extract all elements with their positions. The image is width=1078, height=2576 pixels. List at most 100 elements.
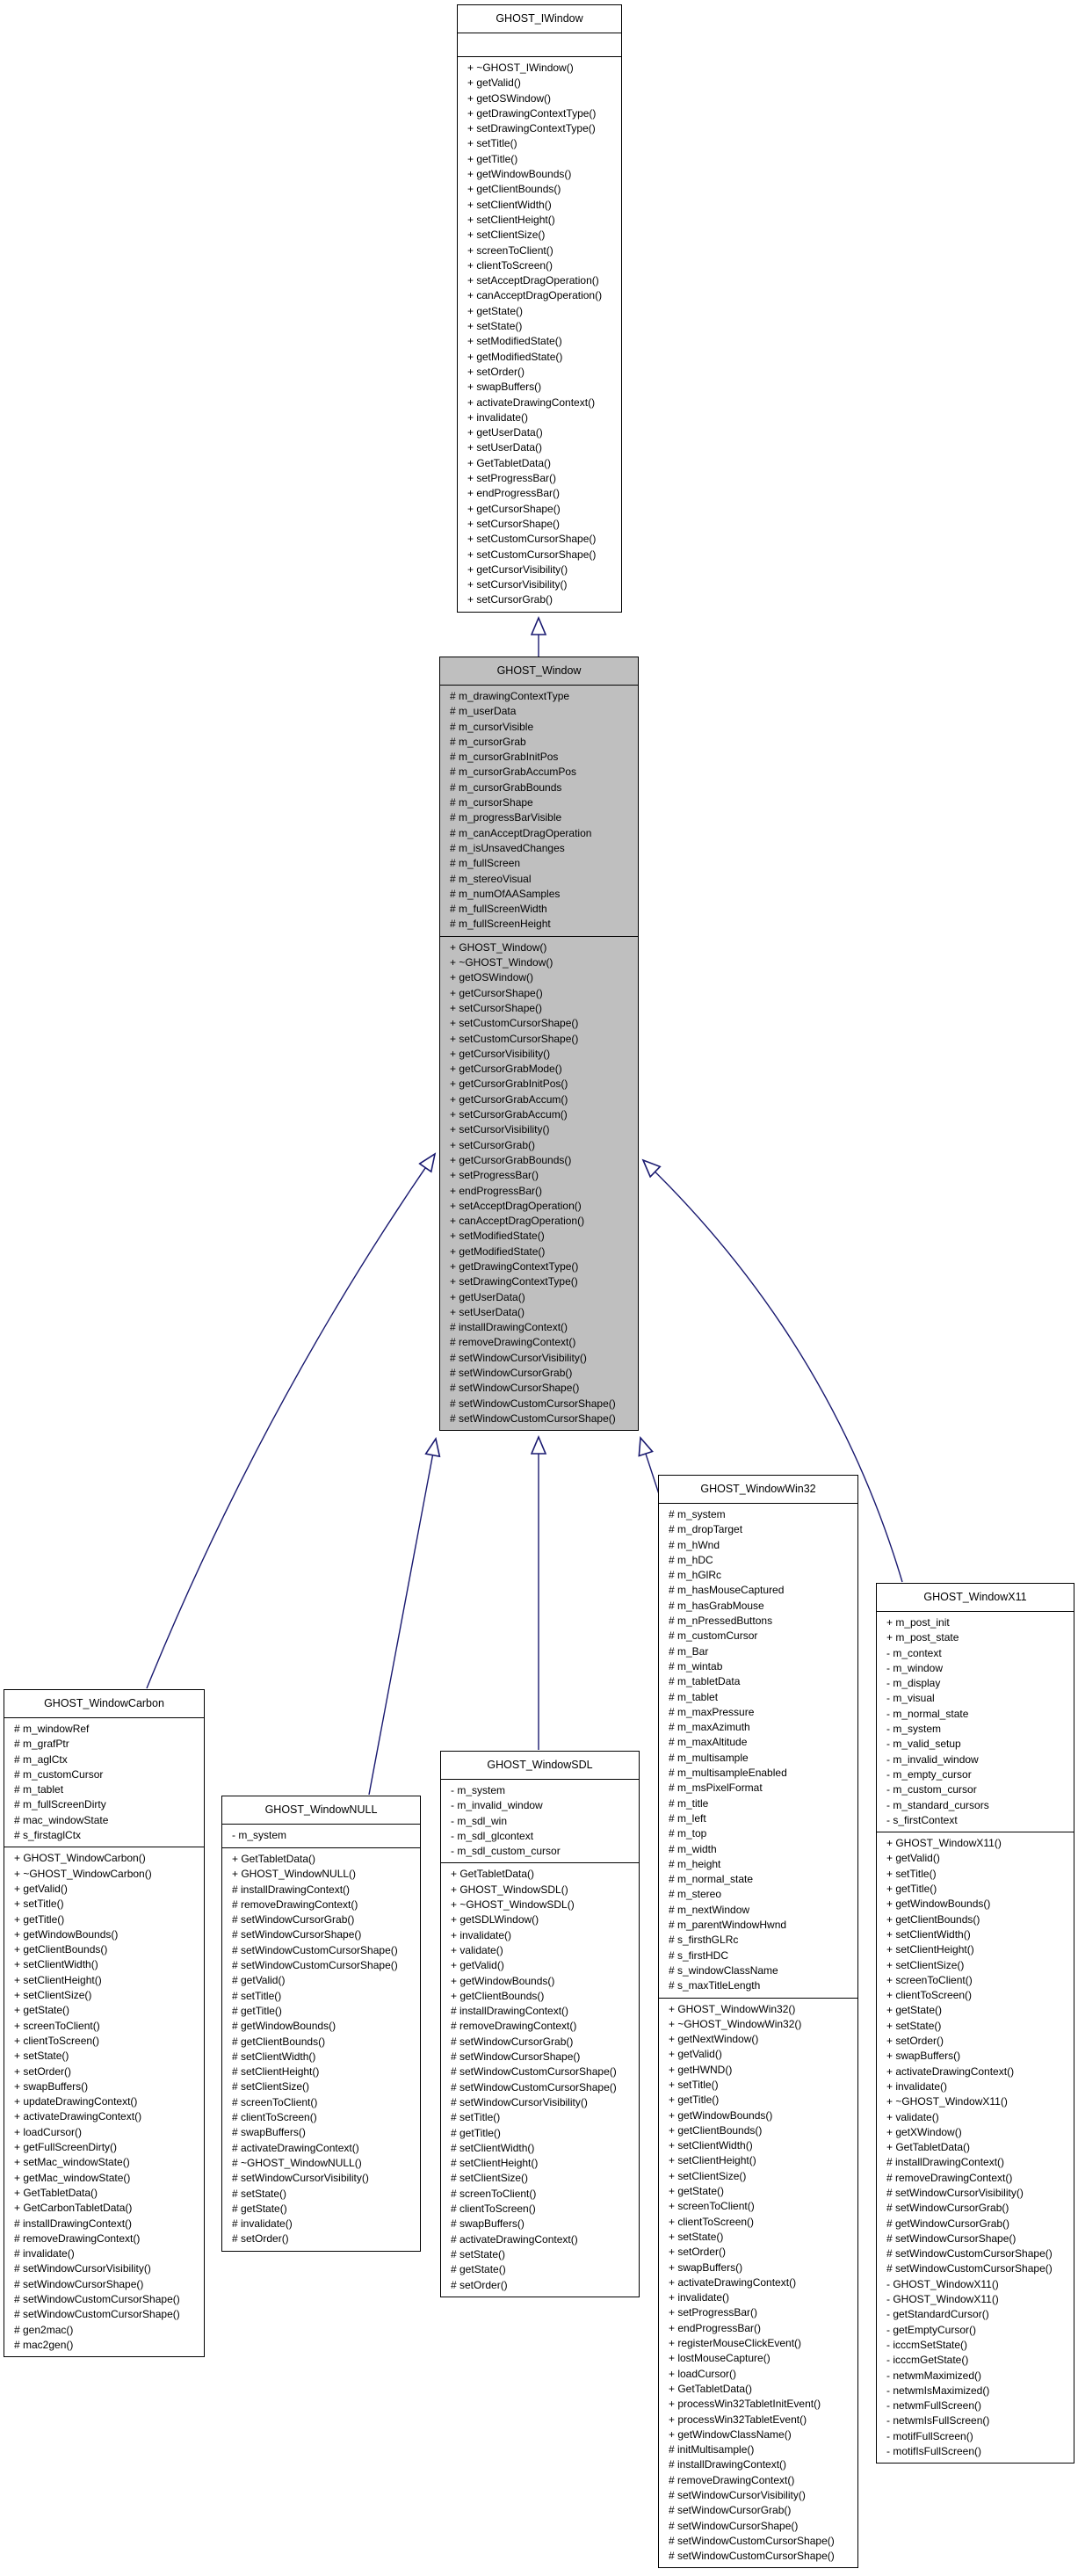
- uml-member: + getFullScreenDirty(): [14, 2141, 118, 2154]
- uml-member: + activateDrawingContext(): [886, 2064, 1015, 2078]
- methods-section: + GHOST_Window()+ ~GHOST_Window()+ getOS…: [440, 937, 638, 1431]
- uml-member: + GHOST_WindowNULL(): [232, 1868, 357, 1881]
- uml-member: # getClientBounds(): [232, 2035, 326, 2048]
- uml-member: # m_customCursor: [14, 1767, 104, 1781]
- uml-member: + getHWND(): [669, 2063, 733, 2076]
- uml-member: # swapBuffers(): [232, 2126, 306, 2139]
- uml-member: # setWindowCustomCursorShape(): [451, 2080, 617, 2093]
- uml-member: + setClientHeight(): [467, 213, 555, 226]
- uml-member: + setDrawingContextType(): [467, 122, 596, 135]
- uml-member: # swapBuffers(): [451, 2217, 525, 2231]
- uml-member: + activateDrawingContext(): [669, 2275, 797, 2289]
- uml-member: # m_drawingContextType: [450, 690, 570, 702]
- uml-member: # setWindowCustomCursorShape(): [14, 2292, 180, 2305]
- uml-member: + setOrder(): [669, 2246, 727, 2259]
- uml-member: # m_multisample: [669, 1751, 749, 1764]
- uml-member: + GHOST_WindowCarbon(): [14, 1852, 146, 1865]
- uml-member: + getCursorShape(): [450, 986, 543, 999]
- uml-member: - GHOST_WindowX11(): [886, 2277, 999, 2290]
- uml-member: + getValid(): [886, 1852, 940, 1865]
- methods-section: + GHOST_WindowWin32()+ ~GHOST_WindowWin3…: [659, 1999, 857, 2568]
- uml-member: # removeDrawingContext(): [451, 2020, 577, 2033]
- uml-member: # m_maxAzimuth: [669, 1721, 750, 1734]
- uml-member: # setWindowCustomCursorShape(): [669, 2534, 835, 2547]
- uml-member: # m_numOfAASamples: [450, 887, 561, 900]
- uml-member: # m_cursorGrabBounds: [450, 780, 562, 794]
- uml-member: + getOSWindow(): [467, 91, 552, 105]
- class-box-ghost-windowsdl[interactable]: GHOST_WindowSDL - m_system- m_invalid_wi…: [440, 1751, 640, 2297]
- uml-member: + GHOST_Window(): [450, 940, 547, 954]
- uml-member: - getStandardCursor(): [886, 2308, 989, 2321]
- uml-member: # setWindowCursorShape(): [886, 2231, 1017, 2245]
- class-box-ghost-iwindow[interactable]: GHOST_IWindow + ~GHOST_IWindow()+ getVal…: [457, 4, 622, 613]
- uml-member: # m_title: [669, 1796, 709, 1810]
- uml-member: + setUserData(): [450, 1305, 525, 1318]
- uml-member: # m_width: [669, 1842, 717, 1855]
- uml-member: # setWindowCursorGrab(): [886, 2202, 1009, 2215]
- uml-member: + getUserData(): [450, 1290, 525, 1303]
- uml-member: + setClientSize(): [14, 1989, 92, 2002]
- uml-member: + swapBuffers(): [669, 2260, 743, 2274]
- uml-member: - GHOST_WindowX11(): [886, 2293, 999, 2306]
- class-box-ghost-windowwin32[interactable]: GHOST_WindowWin32 # m_system# m_dropTarg…: [658, 1475, 858, 2569]
- class-box-ghost-windowcarbon[interactable]: GHOST_WindowCarbon # m_windowRef# m_graf…: [4, 1689, 205, 2358]
- methods-section: + GetTabletData()+ GHOST_WindowSDL()+ ~G…: [441, 1863, 639, 2296]
- uml-member: + getValid(): [14, 1882, 68, 1895]
- uml-member: + getClientBounds(): [886, 1912, 980, 1926]
- uml-member: # m_left: [669, 1811, 706, 1825]
- uml-member: + setOrder(): [14, 2064, 72, 2078]
- uml-member: + swapBuffers(): [467, 381, 542, 394]
- uml-member: # removeDrawingContext(): [232, 1898, 358, 1911]
- uml-member: + ~GHOST_IWindow(): [467, 62, 574, 74]
- uml-member: # m_wintab: [669, 1659, 723, 1673]
- uml-member: + getXWindow(): [886, 2125, 962, 2138]
- uml-member: + getWindowBounds(): [467, 168, 572, 181]
- class-title-ghost-windowwin32: GHOST_WindowWin32: [659, 1476, 857, 1504]
- uml-member: # installDrawingContext(): [451, 2005, 569, 2018]
- uml-member: + GHOST_WindowSDL(): [451, 1883, 568, 1896]
- uml-member: + getCursorGrabMode(): [450, 1063, 562, 1076]
- attributes-section: # m_system# m_dropTarget# m_hWnd# m_hDC#…: [659, 1504, 857, 1999]
- uml-member: + getModifiedState(): [467, 350, 563, 363]
- uml-member: # clientToScreen(): [451, 2202, 536, 2216]
- uml-member: # installDrawingContext(): [232, 1883, 351, 1896]
- uml-member: + registerMouseClickEvent(): [669, 2337, 802, 2350]
- uml-member: # m_top: [669, 1827, 707, 1840]
- class-box-ghost-window[interactable]: GHOST_Window # m_drawingContextType# m_u…: [439, 657, 639, 1432]
- uml-member: + setTitle(): [14, 1898, 64, 1911]
- uml-member: - icccmSetState(): [886, 2338, 968, 2351]
- class-box-ghost-windowx11[interactable]: GHOST_WindowX11 + m_post_init+ m_post_st…: [876, 1583, 1074, 2464]
- attributes-section: - m_system- m_invalid_window- m_sdl_win-…: [441, 1780, 639, 1864]
- uml-member: + getCursorShape(): [467, 502, 561, 515]
- uml-member: # setWindowCursorVisibility(): [14, 2262, 151, 2275]
- uml-member: + invalidate(): [467, 410, 529, 424]
- uml-member: # s_firsthGLRc: [669, 1934, 739, 1947]
- uml-member: + getValid(): [451, 1959, 504, 1972]
- uml-member: # setWindowCursorShape(): [450, 1382, 580, 1395]
- uml-member: + getClientBounds(): [669, 2123, 763, 2137]
- uml-member: + setClientWidth(): [669, 2139, 753, 2152]
- uml-member: # installDrawingContext(): [669, 2458, 787, 2471]
- uml-member: + swapBuffers(): [14, 2079, 89, 2093]
- uml-member: + setAcceptDragOperation(): [450, 1199, 582, 1212]
- uml-member: - netwmMaximized(): [886, 2369, 982, 2382]
- uml-member: - m_visual: [886, 1692, 935, 1705]
- uml-member: + getWindowBounds(): [451, 1974, 555, 1987]
- class-box-ghost-windownull[interactable]: GHOST_WindowNULL - m_system + GetTabletD…: [221, 1796, 421, 2252]
- uml-member: # s_windowClassName: [669, 1963, 778, 1977]
- uml-member: + activateDrawingContext(): [467, 395, 596, 409]
- uml-member: + setState(): [886, 2019, 942, 2032]
- uml-member: # m_windowRef: [14, 1723, 90, 1735]
- uml-member: # setWindowCursorVisibility(): [232, 2172, 369, 2185]
- uml-member: + clientToScreen(): [886, 1989, 973, 2002]
- uml-member: # m_nPressedButtons: [669, 1615, 773, 1628]
- uml-member: # m_cursorGrab: [450, 735, 526, 748]
- uml-member: + lostMouseCapture(): [669, 2352, 771, 2365]
- uml-member: - m_standard_cursors: [886, 1798, 989, 1811]
- class-title-ghost-windowcarbon: GHOST_WindowCarbon: [4, 1690, 204, 1718]
- uml-member: - m_empty_cursor: [886, 1767, 972, 1781]
- uml-member: # m_cursorVisible: [450, 720, 534, 733]
- uml-member: + GetTabletData(): [232, 1853, 316, 1865]
- uml-member: # screenToClient(): [232, 2095, 318, 2108]
- uml-member: # getTitle(): [451, 2126, 501, 2139]
